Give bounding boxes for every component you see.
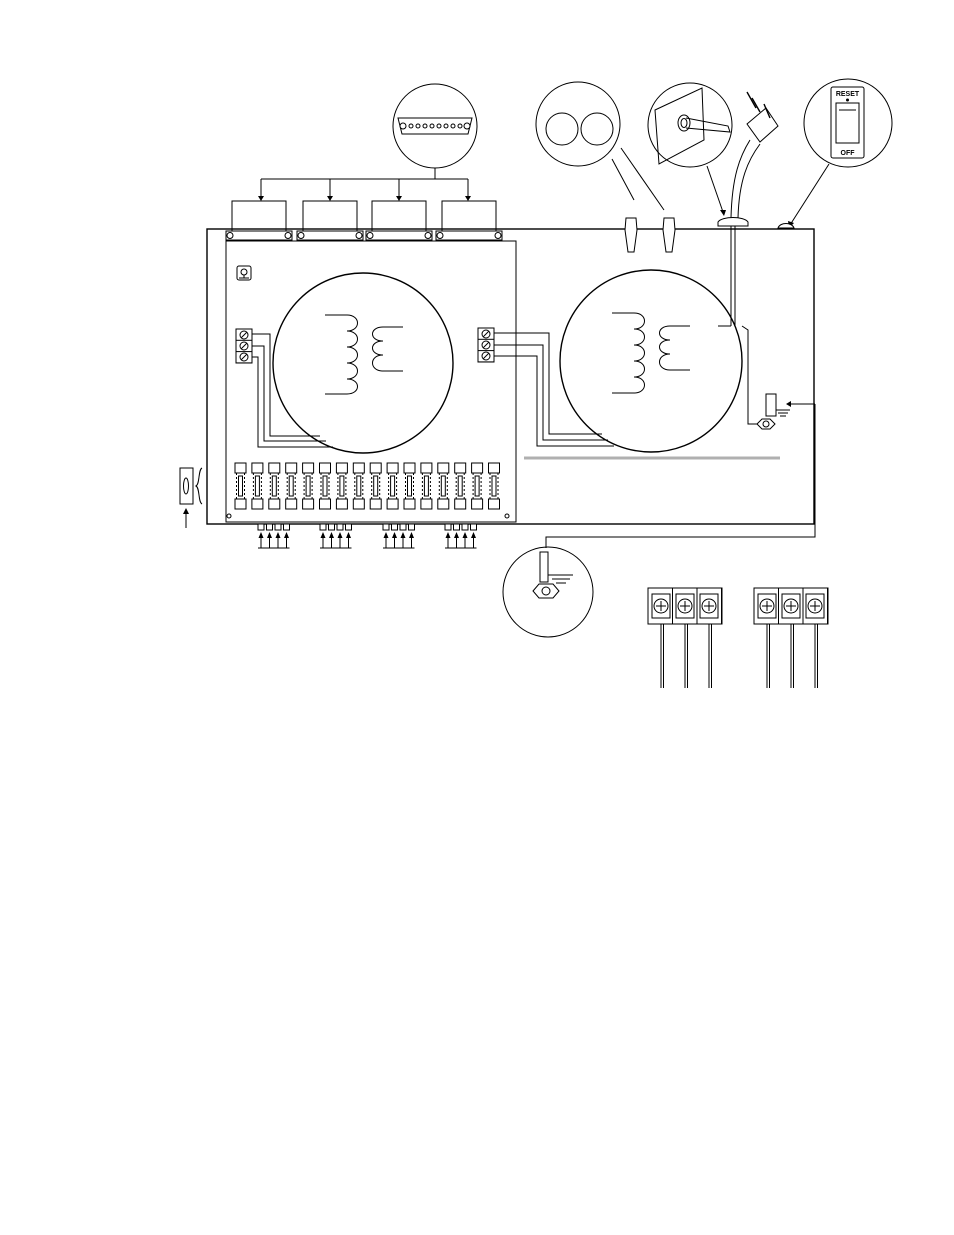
db-connector	[366, 201, 432, 240]
cord-grommet-inset	[648, 83, 732, 216]
fuse-holder	[336, 463, 347, 509]
connector-inset	[393, 84, 477, 168]
db-connector	[226, 201, 292, 240]
power-plug-icon	[718, 92, 778, 326]
pin-group	[383, 524, 415, 548]
fuse-holder	[421, 463, 432, 509]
pilot-lamp-clips	[625, 218, 675, 252]
ground-badge-icon	[237, 266, 251, 280]
fuse-holder	[438, 463, 449, 509]
terminal-block-right	[478, 328, 494, 362]
terminal-block-left	[236, 329, 252, 363]
fuse-holder	[404, 463, 415, 509]
pin-group	[445, 524, 477, 548]
barrier-strip-left	[648, 588, 722, 688]
db-connector	[436, 201, 502, 240]
fuse-holder	[286, 463, 297, 509]
barrier-strip-right	[754, 588, 828, 688]
ground-stud	[546, 326, 815, 548]
wires-right	[494, 333, 614, 446]
ground-stud-inset	[503, 547, 593, 637]
fuse-holder	[353, 463, 364, 509]
fuse-holder	[252, 463, 263, 509]
switch-label-off: OFF	[841, 150, 856, 157]
db-connector	[297, 201, 363, 240]
db-connectors	[226, 201, 502, 240]
pilot-lamps-inset	[536, 82, 664, 210]
fuse-holder	[387, 463, 398, 509]
fuse-holder	[472, 463, 483, 509]
side-fuse-inset	[180, 468, 202, 528]
bottom-pin-groups	[258, 524, 477, 548]
pin-group	[258, 524, 290, 548]
reset-switch-inset: RESET OFF	[788, 79, 892, 228]
wires-left	[252, 334, 333, 447]
fuse-holder	[303, 463, 314, 509]
pin-group	[320, 524, 352, 548]
board-mount-hole	[227, 514, 231, 518]
fuse-holder	[455, 463, 466, 509]
transformer-left	[273, 273, 453, 453]
board-mount-hole	[505, 514, 509, 518]
connector-leader-lines	[258, 168, 471, 201]
chassis-outline	[207, 229, 814, 524]
fuse-holder	[269, 463, 280, 509]
fuse-holder	[489, 463, 500, 509]
switch-label-reset: RESET	[836, 91, 860, 98]
fuse-holder	[235, 463, 246, 509]
fuse-row	[235, 463, 500, 509]
fuse-holder	[320, 463, 331, 509]
transformer-right	[560, 270, 742, 452]
fuse-holder	[370, 463, 381, 509]
